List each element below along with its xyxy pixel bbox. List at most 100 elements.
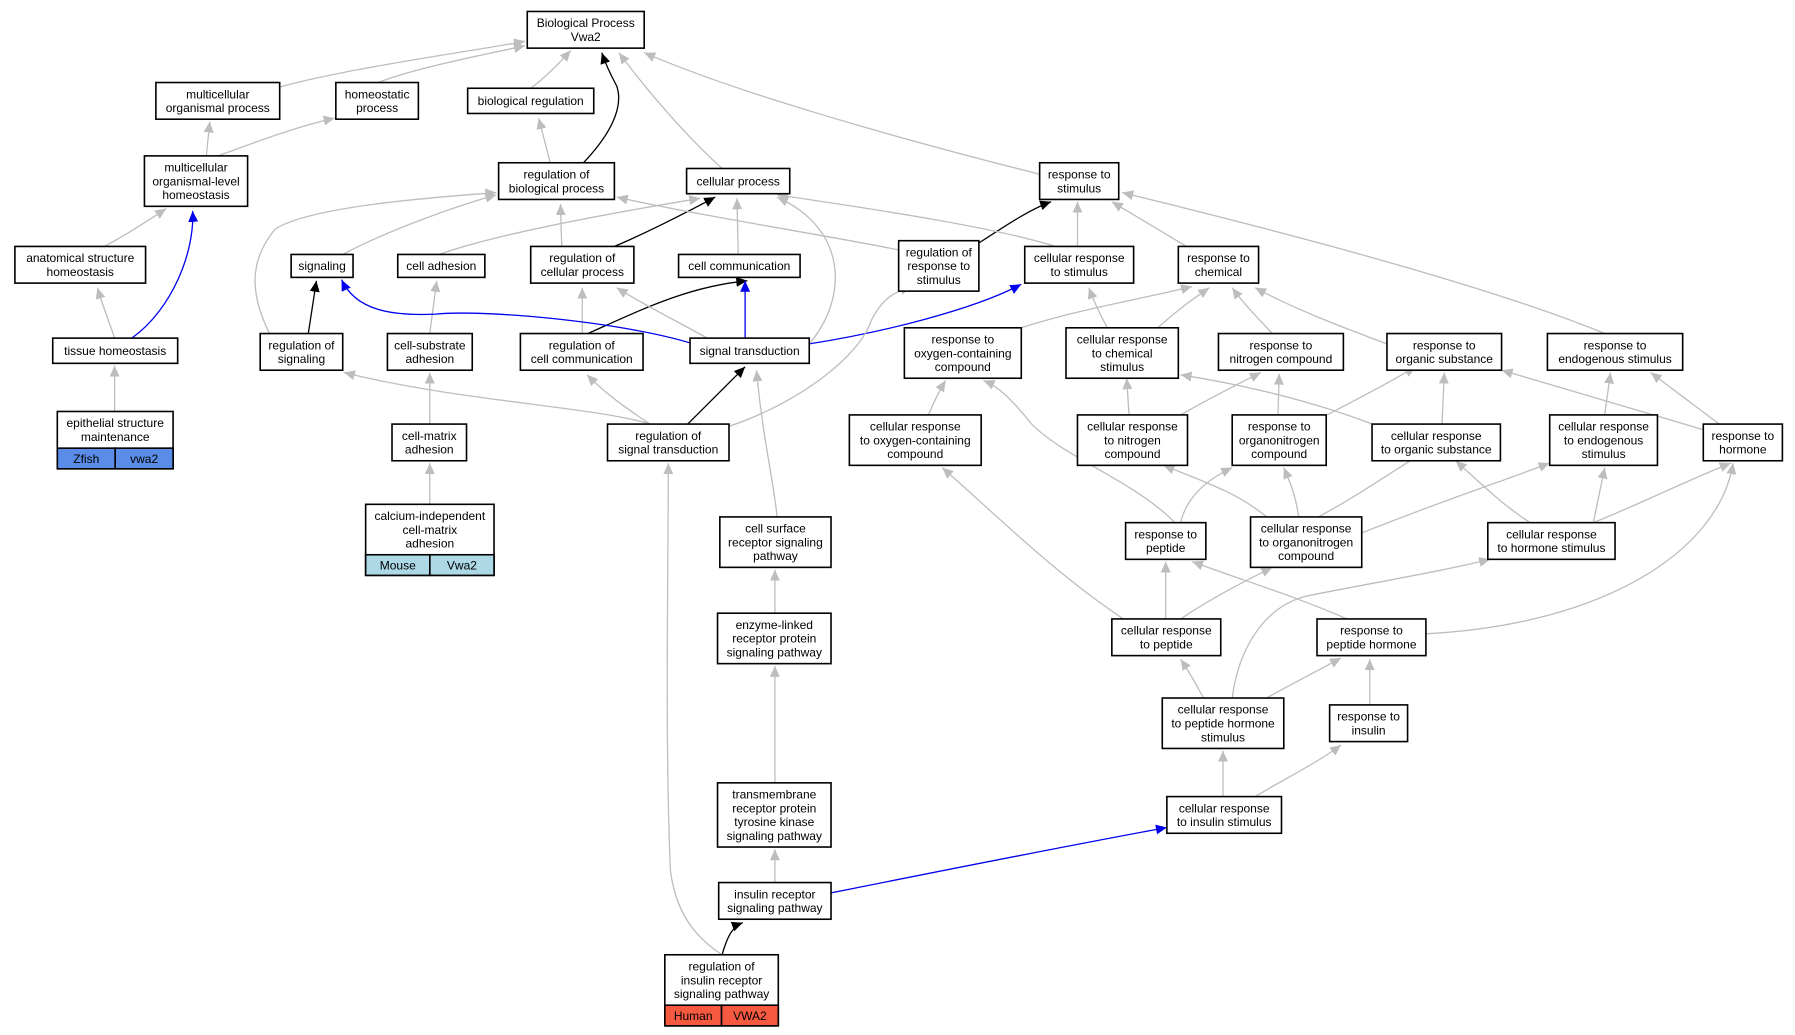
node-cell-proc[interactable]: cellular process [685,167,791,195]
node-label: to insulin stimulus [1177,815,1272,829]
node-label: response to [1187,251,1250,265]
node-label: cellular response [1558,420,1649,434]
gene-cell [720,1004,780,1027]
node-label: cellular response [870,420,961,434]
edge [1111,201,1187,247]
edges-layer [95,38,1737,956]
node-label: regulation of [549,338,616,352]
node-label: compound [1251,447,1307,461]
edge [1180,371,1262,416]
node-label: hormone [1719,443,1767,457]
edge [777,191,1067,251]
node-label: biological regulation [478,94,584,108]
edge [1604,372,1614,415]
edge [663,463,723,956]
edge [983,379,1176,524]
node-label: cellular response [1261,522,1352,536]
node-calc-indep[interactable]: calcium-independentcell-matrixadhesionMo… [364,503,495,577]
edge [1283,467,1300,517]
node-tissue-homeo[interactable]: tissue homeostasis [51,337,179,365]
node-label: multicellular [164,161,227,175]
node-label: cell adhesion [406,259,476,273]
node-label: response to [1413,338,1476,352]
node-label: stimulus [1100,360,1144,374]
edge [1254,287,1388,345]
edge [586,374,651,425]
edge [1231,557,1491,699]
node-label: calcium-independent [374,509,485,523]
node-label: cellular response [1506,527,1597,541]
node-label: cellular response [1391,429,1482,443]
node-label: homeostasis [47,265,114,279]
node-cell-adh[interactable]: cell adhesion [396,253,486,279]
node-label: to peptide hormone [1171,717,1275,731]
edge [1157,287,1210,329]
species-cell-label: Human [674,1009,713,1023]
edge [343,370,651,425]
edge [279,38,526,88]
node-label: cell communication [531,352,633,366]
node-label: organonitrogen [1239,433,1320,447]
node-label: response to [931,333,994,347]
node-label: nitrogen compound [1230,352,1333,366]
node-label: to stimulus [1050,265,1107,279]
edge [1163,464,1268,518]
edge [341,279,694,345]
node-label: stimulus [1057,181,1101,195]
node-signaling[interactable]: signaling [290,253,354,279]
edge [941,467,1124,620]
node-label: peptide [1146,541,1186,555]
node-sig-trans[interactable]: signal transduction [689,337,811,365]
node-bio-reg[interactable]: biological regulation [466,87,595,115]
node-cell-comm[interactable]: cell communication [677,253,801,279]
gene-cell [114,447,174,470]
node-label: cellular response [1121,624,1212,638]
node-label: signaling [278,352,325,366]
node-label: cell-matrix [403,523,458,537]
node-label: regulation of [635,429,702,443]
edge [1326,366,1416,416]
node-label: response to [1340,624,1403,638]
